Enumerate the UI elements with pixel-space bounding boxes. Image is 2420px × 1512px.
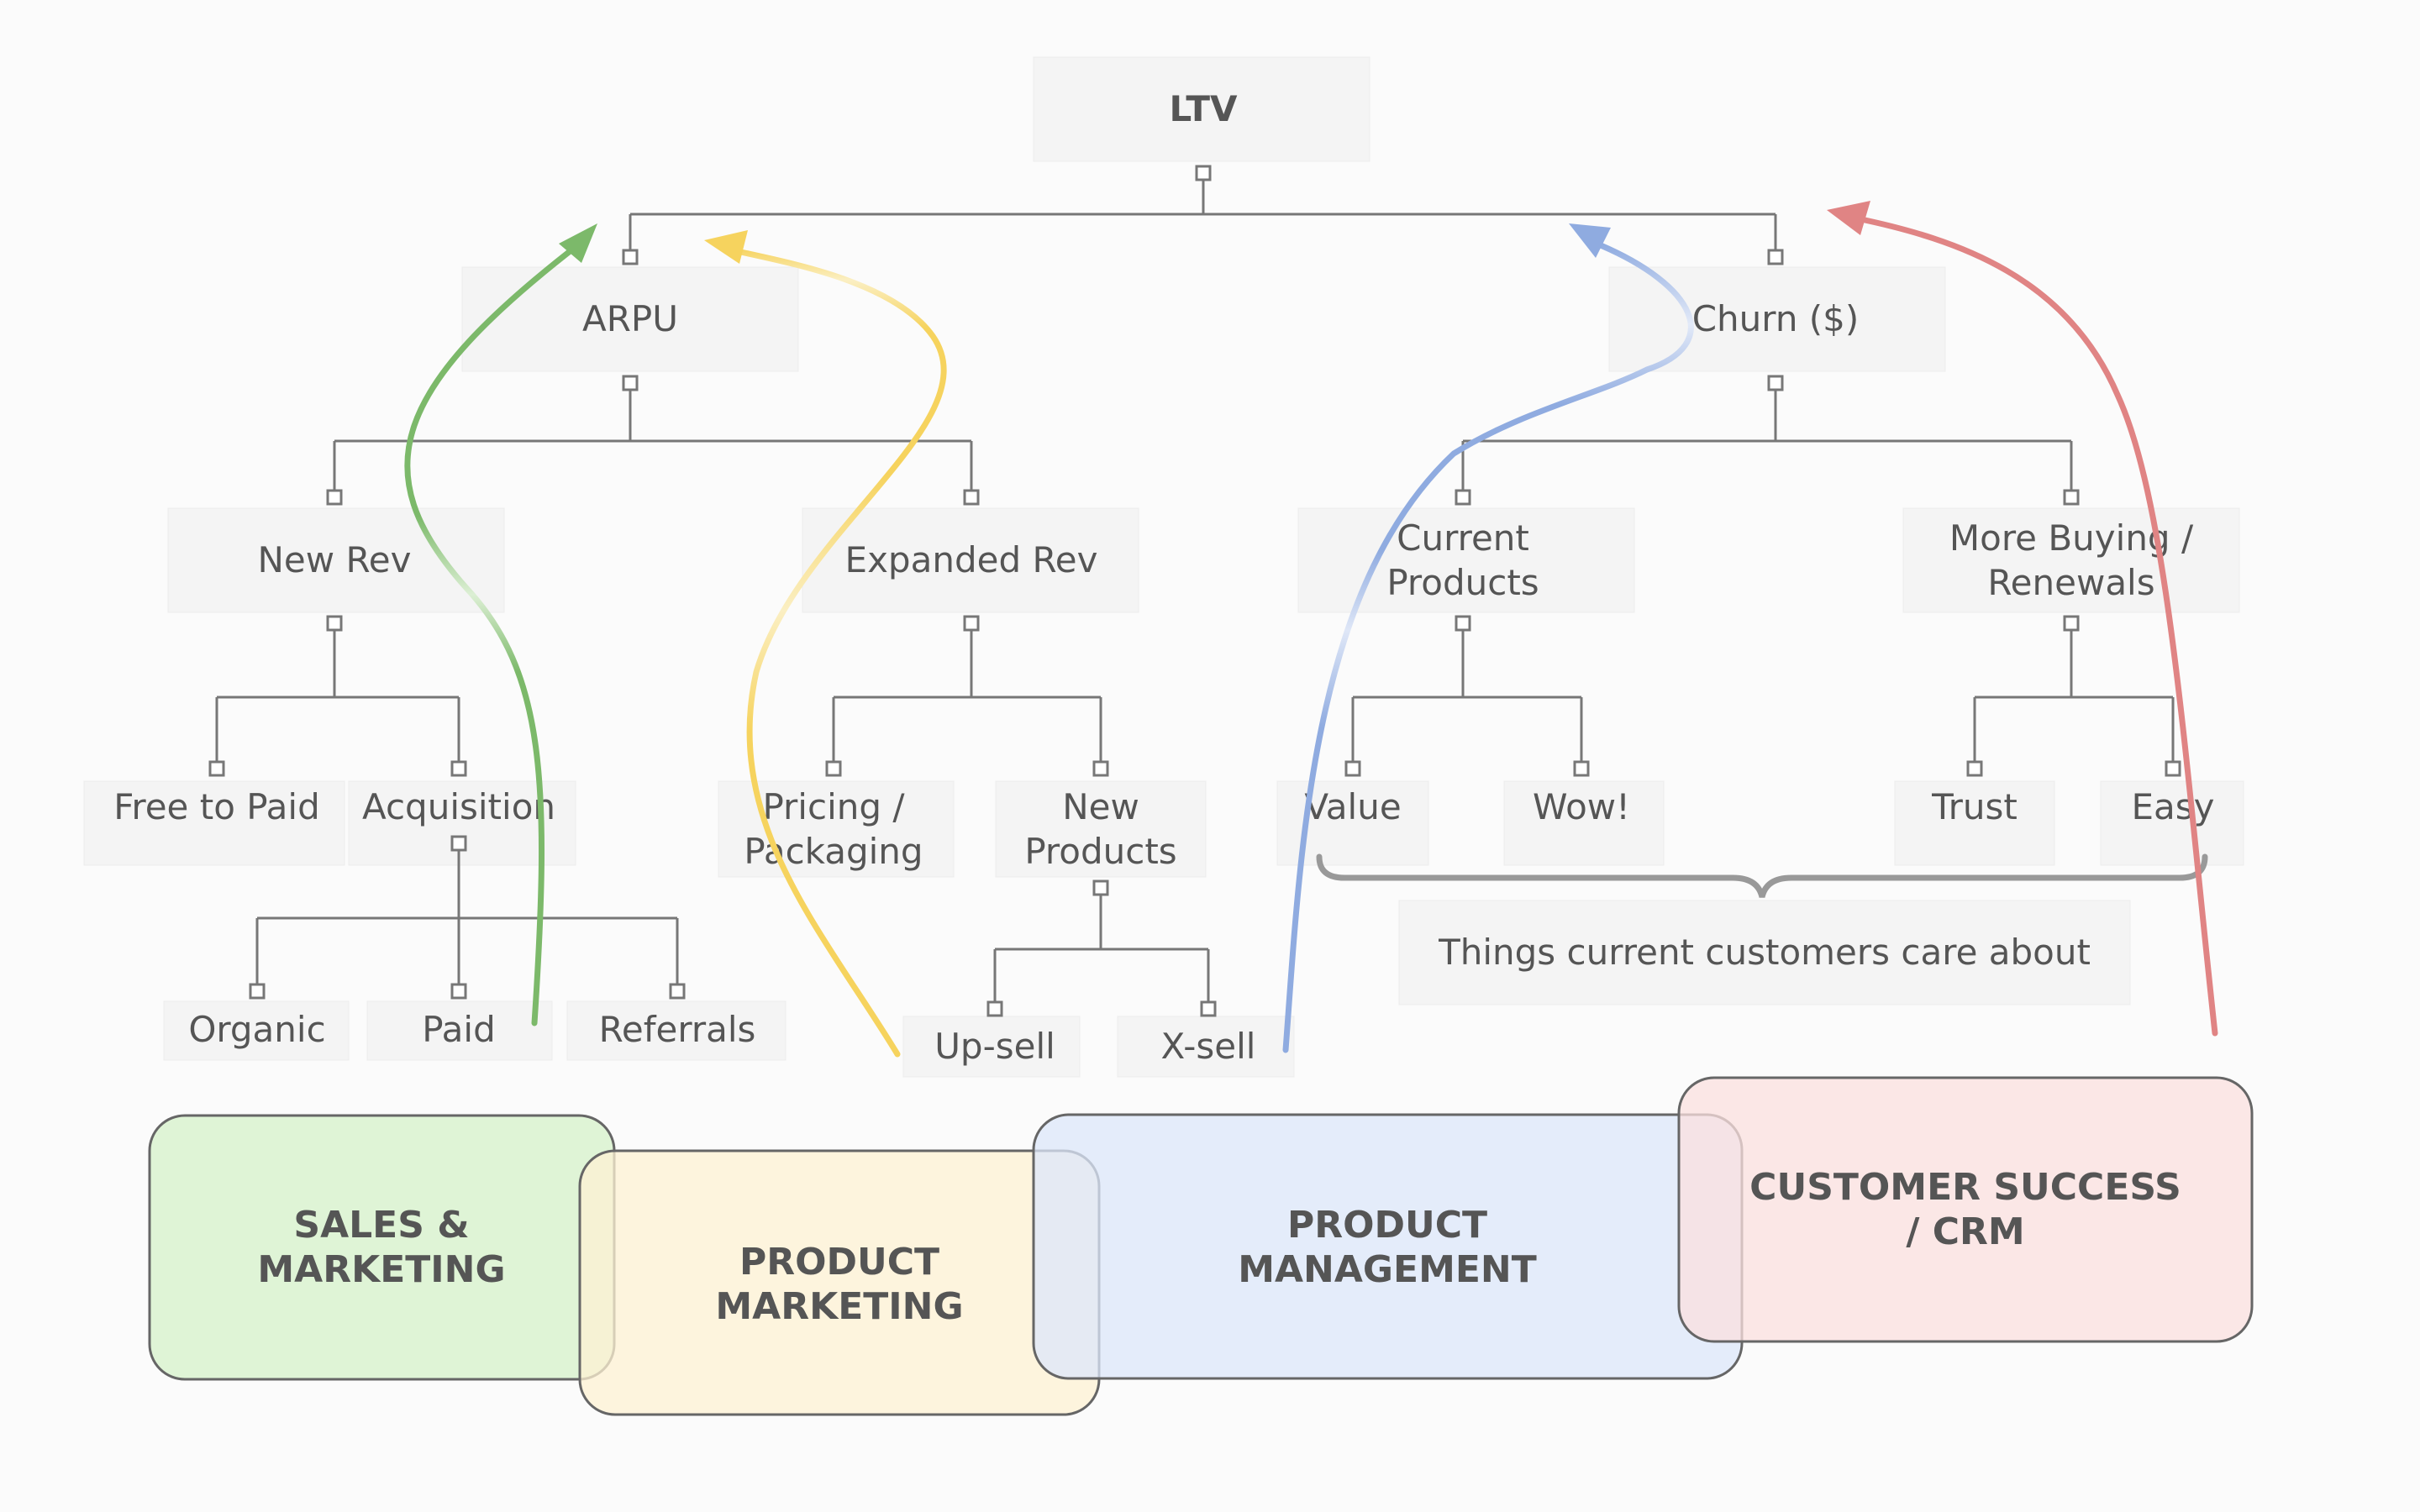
node-ltv: LTV — [1170, 88, 1238, 129]
customer-success-arrowhead — [1827, 201, 1870, 235]
node-more-buying-line2: Renewals — [1987, 562, 2154, 603]
team-sales-line2: MARKETING — [257, 1248, 505, 1291]
team-box-sales-marketing — [148, 1114, 616, 1381]
flow-arrows — [404, 201, 2218, 1058]
node-expanded-rev: Expanded Rev — [845, 539, 1098, 580]
team-box-customer-success — [1677, 1076, 2254, 1343]
node-value: Value — [1304, 786, 1401, 827]
team-product-management-line2: MANAGEMENT — [1238, 1248, 1537, 1291]
node-labels: LTV ARPU Churn ($) New Rev Expanded Rev … — [113, 88, 2214, 1067]
node-easy: Easy — [2131, 786, 2214, 827]
team-boxes — [148, 1076, 2254, 1416]
node-backgrounds — [83, 56, 2244, 1078]
sales-arrowhead — [559, 223, 597, 263]
product-management-arrowhead — [1569, 223, 1611, 258]
product-marketing-arrowhead — [704, 230, 748, 264]
node-organic: Organic — [188, 1009, 325, 1050]
team-sales-line1: SALES & — [293, 1204, 469, 1247]
node-referrals: Referrals — [599, 1009, 756, 1050]
connector-ports — [208, 165, 2181, 1017]
node-arpu: ARPU — [582, 298, 678, 339]
product-marketing-arrow — [719, 244, 947, 1058]
node-current-products-line1: Current — [1397, 517, 1529, 559]
node-wow: Wow! — [1533, 786, 1630, 827]
team-product-marketing-line2: MARKETING — [715, 1285, 963, 1328]
node-new-rev: New Rev — [258, 539, 412, 580]
node-churn: Churn ($) — [1692, 298, 1860, 339]
product-management-arrow — [1282, 240, 1694, 1053]
node-trust: Trust — [1931, 786, 2018, 827]
node-current-products-line2: Products — [1386, 562, 1539, 603]
sales-arrow — [404, 240, 583, 1026]
team-labels: SALES & MARKETING PRODUCT MARKETING PROD… — [257, 1166, 2181, 1328]
team-customer-success-line2: / CRM — [1906, 1210, 2024, 1253]
team-product-management-line1: PRODUCT — [1287, 1204, 1487, 1247]
node-new-products-line2: Products — [1024, 831, 1176, 872]
node-up-sell: Up-sell — [934, 1026, 1055, 1067]
node-acquisition: Acquisition — [362, 786, 555, 827]
node-pricing-line1: Pricing / — [762, 786, 905, 827]
node-paid: Paid — [422, 1009, 496, 1050]
curly-brace — [1316, 853, 2208, 898]
team-product-marketing-line1: PRODUCT — [739, 1241, 939, 1284]
node-free-to-paid: Free to Paid — [113, 786, 320, 827]
team-box-product-management — [1032, 1113, 1744, 1380]
tree-connectors — [215, 181, 2175, 1002]
team-customer-success-line1: CUSTOMER SUCCESS — [1749, 1166, 2181, 1209]
customer-success-arrow — [1854, 215, 2218, 1037]
brace-label: Things current customers care about — [1438, 932, 2091, 973]
node-new-products-line1: New — [1062, 786, 1139, 827]
node-x-sell: X-sell — [1161, 1026, 1256, 1067]
